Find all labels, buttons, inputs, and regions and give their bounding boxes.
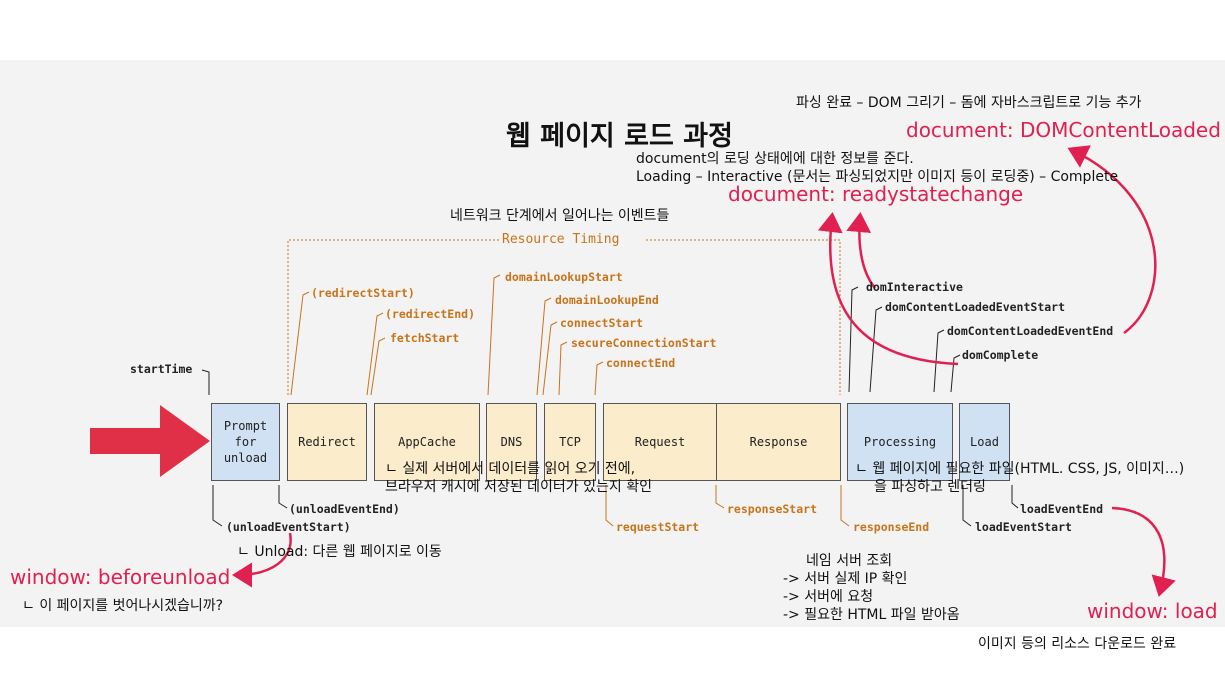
resource-done-note: 이미지 등의 리소스 다운로드 완료 (978, 636, 1177, 652)
redirect-end-label: (redirectEnd) (385, 307, 476, 321)
request-start-label: requestStart (616, 520, 700, 534)
resource-timing-bracket (287, 239, 841, 395)
dns-box: DNS (486, 403, 537, 481)
dom-content-loaded-event-start-label: domContentLoadedEventStart (885, 300, 1066, 314)
tcp-box: TCP (544, 403, 596, 481)
big-red-arrow (90, 405, 210, 477)
beforeunload-note: ㄴ 이 페이지를 벗어나시겠습니까? (22, 598, 224, 614)
dom-complete-label: domComplete (962, 348, 1039, 362)
response-start-label: responseStart (727, 502, 818, 516)
domain-lookup-end-label: domainLookupEnd (555, 293, 659, 307)
network-events-note: 네트워크 단계에서 일어나는 이벤트들 (450, 208, 670, 224)
document-info-note: document의 로딩 상태에에 대한 정보를 준다. (636, 151, 914, 167)
processing-box: Processing (847, 403, 953, 481)
response-end-label: responseEnd (853, 520, 930, 534)
connect-start-label: connectStart (560, 316, 644, 330)
beforeunload-event: window: beforeunload (10, 565, 231, 589)
domain-lookup-start-label: domainLookupStart (505, 270, 623, 284)
dom-content-loaded-event-end-label: domContentLoadedEventEnd (947, 324, 1114, 338)
load-event-end-label: loadEventEnd (1020, 502, 1104, 516)
cache-note-line2: 브라우저 캐시에 저장된 데이터가 있는지 확인 (385, 479, 652, 495)
cache-note-line1: ㄴ 실제 서버에서 데이터를 읽어 오기 전에, (385, 461, 636, 477)
unload-event-end-label: (unloadEventEnd) (289, 502, 400, 516)
appcache-box: AppCache (374, 403, 480, 481)
fetch-start-label: fetchStart (390, 331, 460, 345)
dom-interactive-label: domInteractive (866, 280, 963, 294)
secure-connection-start-label: secureConnectionStart (571, 336, 717, 350)
prompt-for-unload-box: Prompt for unload (211, 403, 280, 481)
start-time-label: startTime (130, 362, 193, 376)
window-load-event: window: load (1087, 599, 1218, 623)
processing-note-line1: ㄴ 웹 페이지에 필요한 파일(HTML. CSS, JS, 이미지…) (855, 461, 1185, 477)
page-title: 웹 페이지 로드 과정 (506, 121, 733, 152)
resource-timing-label: Resource Timing (502, 232, 620, 247)
connect-end-label: connectEnd (606, 356, 676, 370)
request-box: Request (603, 403, 717, 481)
redirect-start-label: (redirectStart) (311, 286, 415, 300)
redirect-box: Redirect (287, 403, 367, 481)
name-server-note-4: -> 필요한 HTML 파일 받아옴 (783, 607, 960, 623)
processing-note-line2: 을 파싱하고 렌더링 (874, 479, 986, 495)
load-box: Load (959, 403, 1010, 481)
name-server-note-2: -> 서버 실제 IP 확인 (783, 571, 908, 587)
unload-note: ㄴ Unload: 다른 웹 페이지로 이동 (237, 544, 442, 560)
parsing-complete-note: 파싱 완료 – DOM 그리기 – 돔에 자바스크립트로 기능 추가 (796, 95, 1142, 111)
dom-content-loaded-event: document: DOMContentLoaded (906, 118, 1221, 142)
slide-background (0, 60, 1225, 627)
readystatechange-event: document: readystatechange (728, 182, 1024, 206)
name-server-note-1: 네임 서버 조회 (806, 553, 893, 569)
load-event-start-label: loadEventStart (975, 520, 1072, 534)
name-server-note-3: -> 서버에 요청 (783, 589, 874, 605)
unload-event-start-label: (unloadEventStart) (226, 520, 351, 534)
response-box: Response (716, 403, 841, 481)
loading-states-note: Loading – Interactive (문서는 파싱되었지만 이미지 등이… (636, 169, 1119, 185)
